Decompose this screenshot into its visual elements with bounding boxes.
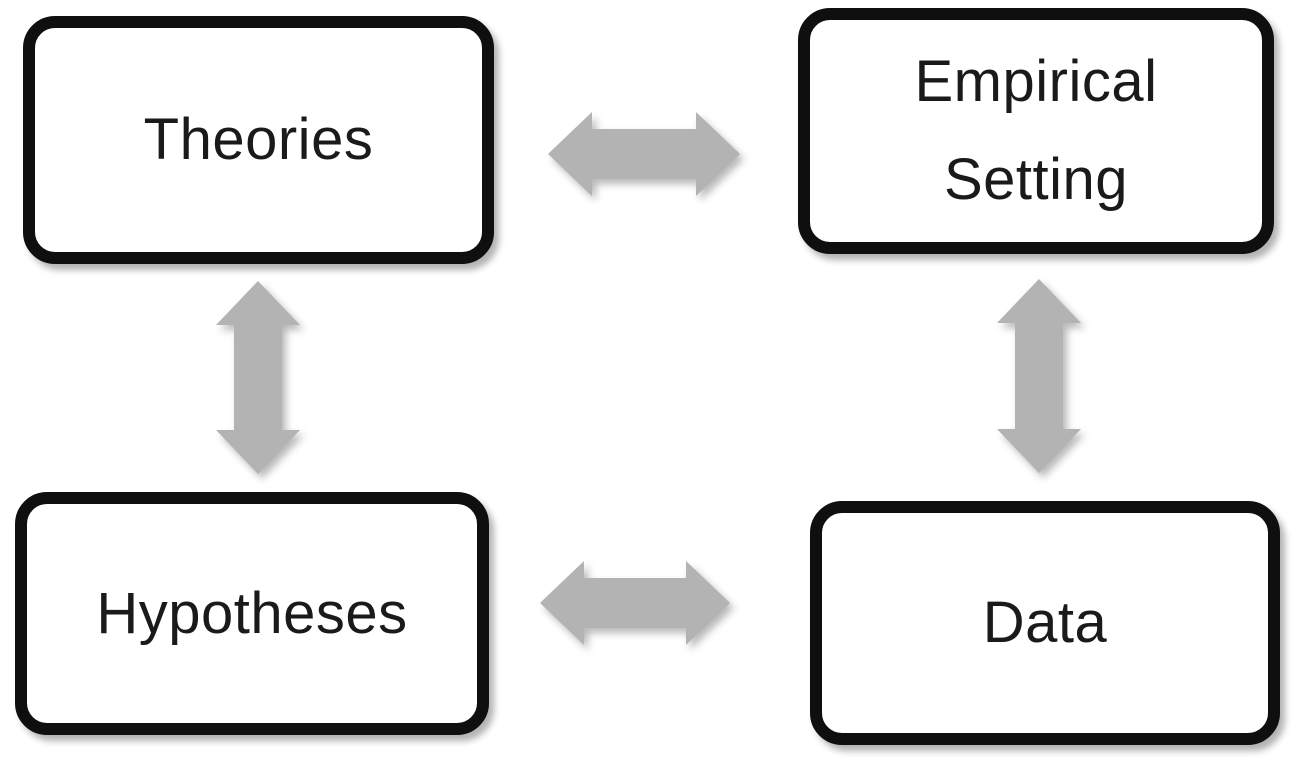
double-arrow-empirical-data-icon xyxy=(997,279,1081,473)
node-hypotheses: Hypotheses xyxy=(15,492,489,735)
node-data-label: Data xyxy=(982,590,1108,655)
node-theories: Theories xyxy=(23,16,494,264)
node-empirical-setting-label: Empirical Setting xyxy=(914,49,1158,212)
double-arrow-theories-empirical-icon xyxy=(548,112,740,196)
node-empirical-setting: Empirical Setting xyxy=(798,8,1274,254)
node-data: Data xyxy=(810,501,1280,745)
double-arrow-theories-hypotheses-icon xyxy=(216,281,300,474)
node-hypotheses-label: Hypotheses xyxy=(96,580,408,646)
node-theories-label: Theories xyxy=(143,107,374,172)
double-arrow-hypotheses-data-icon xyxy=(540,561,730,645)
